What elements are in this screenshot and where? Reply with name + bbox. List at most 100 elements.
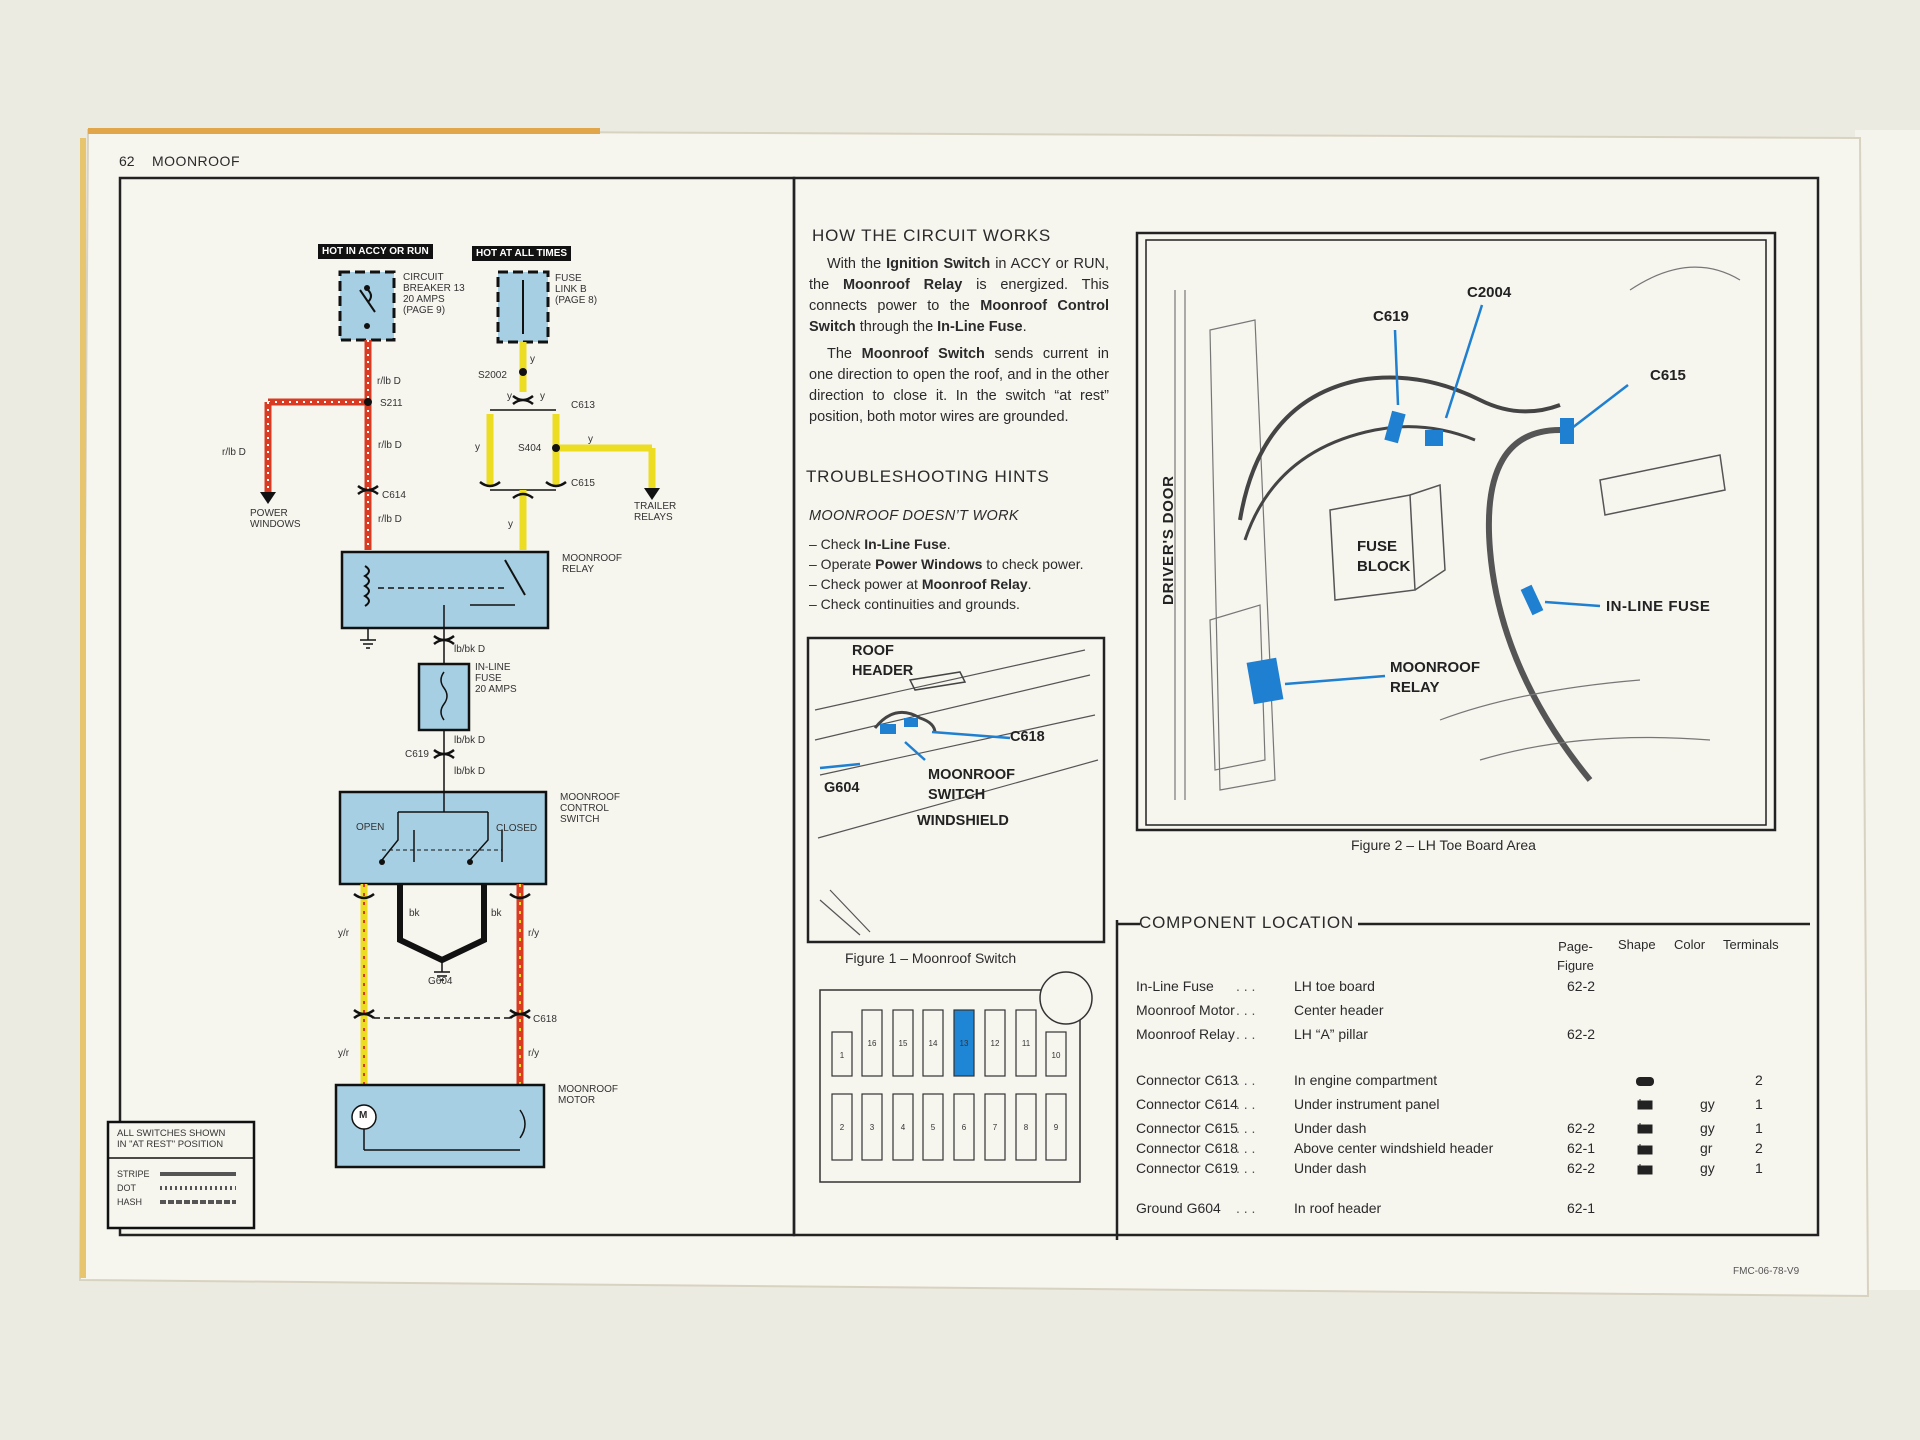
- splice-s2002: S2002: [478, 370, 507, 381]
- wire-y-5: y: [588, 434, 593, 445]
- component-terminals: 2: [1755, 1140, 1763, 1156]
- fuse-slot-6: [953, 1093, 975, 1161]
- fuse-slot-label: 9: [1054, 1123, 1059, 1132]
- wire-rlbd-2: r/lb D: [378, 440, 402, 451]
- leader-dots: . . .: [1236, 1140, 1256, 1156]
- component-location-text: Center header: [1294, 1002, 1384, 1018]
- leader-dots: . . .: [1236, 1026, 1256, 1042]
- connector-c618: C618: [533, 1014, 557, 1025]
- fig2-c619: C619: [1373, 308, 1409, 325]
- connector-c614: C614: [382, 490, 406, 501]
- component-page-figure: 62-2: [1567, 1160, 1596, 1176]
- connector-c615: C615: [571, 478, 595, 489]
- wire-rlbd-4: r/lb D: [378, 514, 402, 525]
- col-color: Color: [1674, 937, 1706, 952]
- fuse-slot-label: 8: [1024, 1123, 1029, 1132]
- leader-dots: . . .: [1236, 1002, 1256, 1018]
- schematic: [106, 270, 660, 1230]
- figure1-caption: Figure 1 – Moonroof Switch: [845, 950, 1017, 966]
- wire-ry-2: r/y: [528, 1048, 540, 1059]
- component-name: Connector C618: [1136, 1140, 1238, 1156]
- leader-dots: . . .: [1236, 1096, 1256, 1112]
- fuse-slot-5: [922, 1093, 944, 1161]
- component-page-figure: 62-2: [1567, 1026, 1596, 1042]
- circuit-paragraph-1: With the Ignition Switch in ACCY or RUN,…: [809, 256, 1110, 335]
- fuse-slot-label: 5: [931, 1123, 936, 1132]
- leader-dots: . . .: [1236, 1160, 1256, 1176]
- wire-bk-1: bk: [409, 908, 420, 919]
- fuse-slot-13: [953, 1009, 975, 1077]
- fuse-slot-7: [984, 1093, 1006, 1161]
- fuse-slot-3: [861, 1093, 883, 1161]
- leader-dots: . . .: [1236, 1120, 1256, 1136]
- fuse-slot-label: 10: [1052, 1051, 1061, 1060]
- splice-s211: S211: [380, 398, 403, 409]
- legend-stripe: STRIPE: [117, 1169, 150, 1179]
- motor-symbol: M: [359, 1110, 368, 1121]
- fuse-slot-label: 13: [960, 1039, 969, 1048]
- fuse-slot-label: 16: [868, 1039, 877, 1048]
- fuse-slot-16: [861, 1009, 883, 1077]
- control-switch-box: [338, 790, 548, 886]
- fuse-slot-9: [1045, 1093, 1067, 1161]
- hint-2: – Operate Power Windows to check power.: [809, 556, 1084, 572]
- wire-bk-2: bk: [491, 908, 502, 919]
- component-location-text: LH toe board: [1294, 978, 1375, 994]
- switch-open-label: OPEN: [356, 822, 385, 833]
- fuse-slot-8: [1015, 1093, 1037, 1161]
- wire-lbbkd-3: lb/bk D: [454, 766, 486, 777]
- component-name: Connector C614: [1136, 1096, 1238, 1112]
- component-name: Moonroof Relay: [1136, 1026, 1235, 1042]
- col-terminals: Terminals: [1723, 937, 1779, 952]
- component-color: gy: [1700, 1160, 1715, 1176]
- component-location-text: Under dash: [1294, 1160, 1367, 1176]
- wire-y-1: y: [530, 354, 535, 365]
- wire-yr-2: y/r: [338, 1048, 350, 1059]
- wire-rlbd-1: r/lb D: [377, 376, 401, 387]
- hint-1: – Check In-Line Fuse.: [809, 536, 951, 552]
- hot-all-label: HOT AT ALL TIMES: [472, 246, 572, 261]
- component-page-figure: 62-1: [1567, 1140, 1596, 1156]
- wire-y-4: y: [475, 442, 480, 453]
- component-location-text: In engine compartment: [1294, 1072, 1438, 1088]
- figure2-drawing: [1135, 231, 1777, 832]
- hot-accy-label: HOT IN ACCY OR RUN: [318, 244, 433, 259]
- fuse-slot-label: 2: [840, 1123, 845, 1132]
- component-location-text: Above center windshield header: [1294, 1140, 1494, 1156]
- component-location-text: Under dash: [1294, 1120, 1367, 1136]
- fuse-slot-label: 7: [993, 1123, 998, 1132]
- switch-closed-label: CLOSED: [496, 823, 538, 834]
- leader-dots: . . .: [1236, 1072, 1256, 1088]
- fig2-inline-fuse: IN-LINE FUSE: [1606, 598, 1711, 615]
- troubleshooting-title: TROUBLESHOOTING HINTS: [806, 467, 1050, 486]
- page-number: 62: [119, 153, 135, 169]
- wire-lbbkd-2: lb/bk D: [454, 735, 486, 746]
- component-page-figure: 62-2: [1567, 978, 1596, 994]
- wire-yr-1: y/r: [338, 928, 350, 939]
- figure2-caption: Figure 2 – LH Toe Board Area: [1351, 837, 1536, 853]
- right-frame: [792, 176, 1820, 1237]
- fuse-slot-label: 15: [899, 1039, 908, 1048]
- component-name: In-Line Fuse: [1136, 978, 1214, 994]
- splice-s404: S404: [518, 443, 542, 454]
- component-name: Connector C615: [1136, 1120, 1238, 1136]
- fig2-c615: C615: [1650, 367, 1686, 384]
- relay-box: [340, 550, 550, 630]
- component-name: Connector C613: [1136, 1072, 1238, 1088]
- component-name: Moonroof Motor: [1136, 1002, 1235, 1018]
- fuse-slot-label: 3: [870, 1123, 875, 1132]
- component-terminals: 1: [1755, 1120, 1763, 1136]
- fig2-drivers-door: DRIVER'S DOOR: [1160, 475, 1177, 605]
